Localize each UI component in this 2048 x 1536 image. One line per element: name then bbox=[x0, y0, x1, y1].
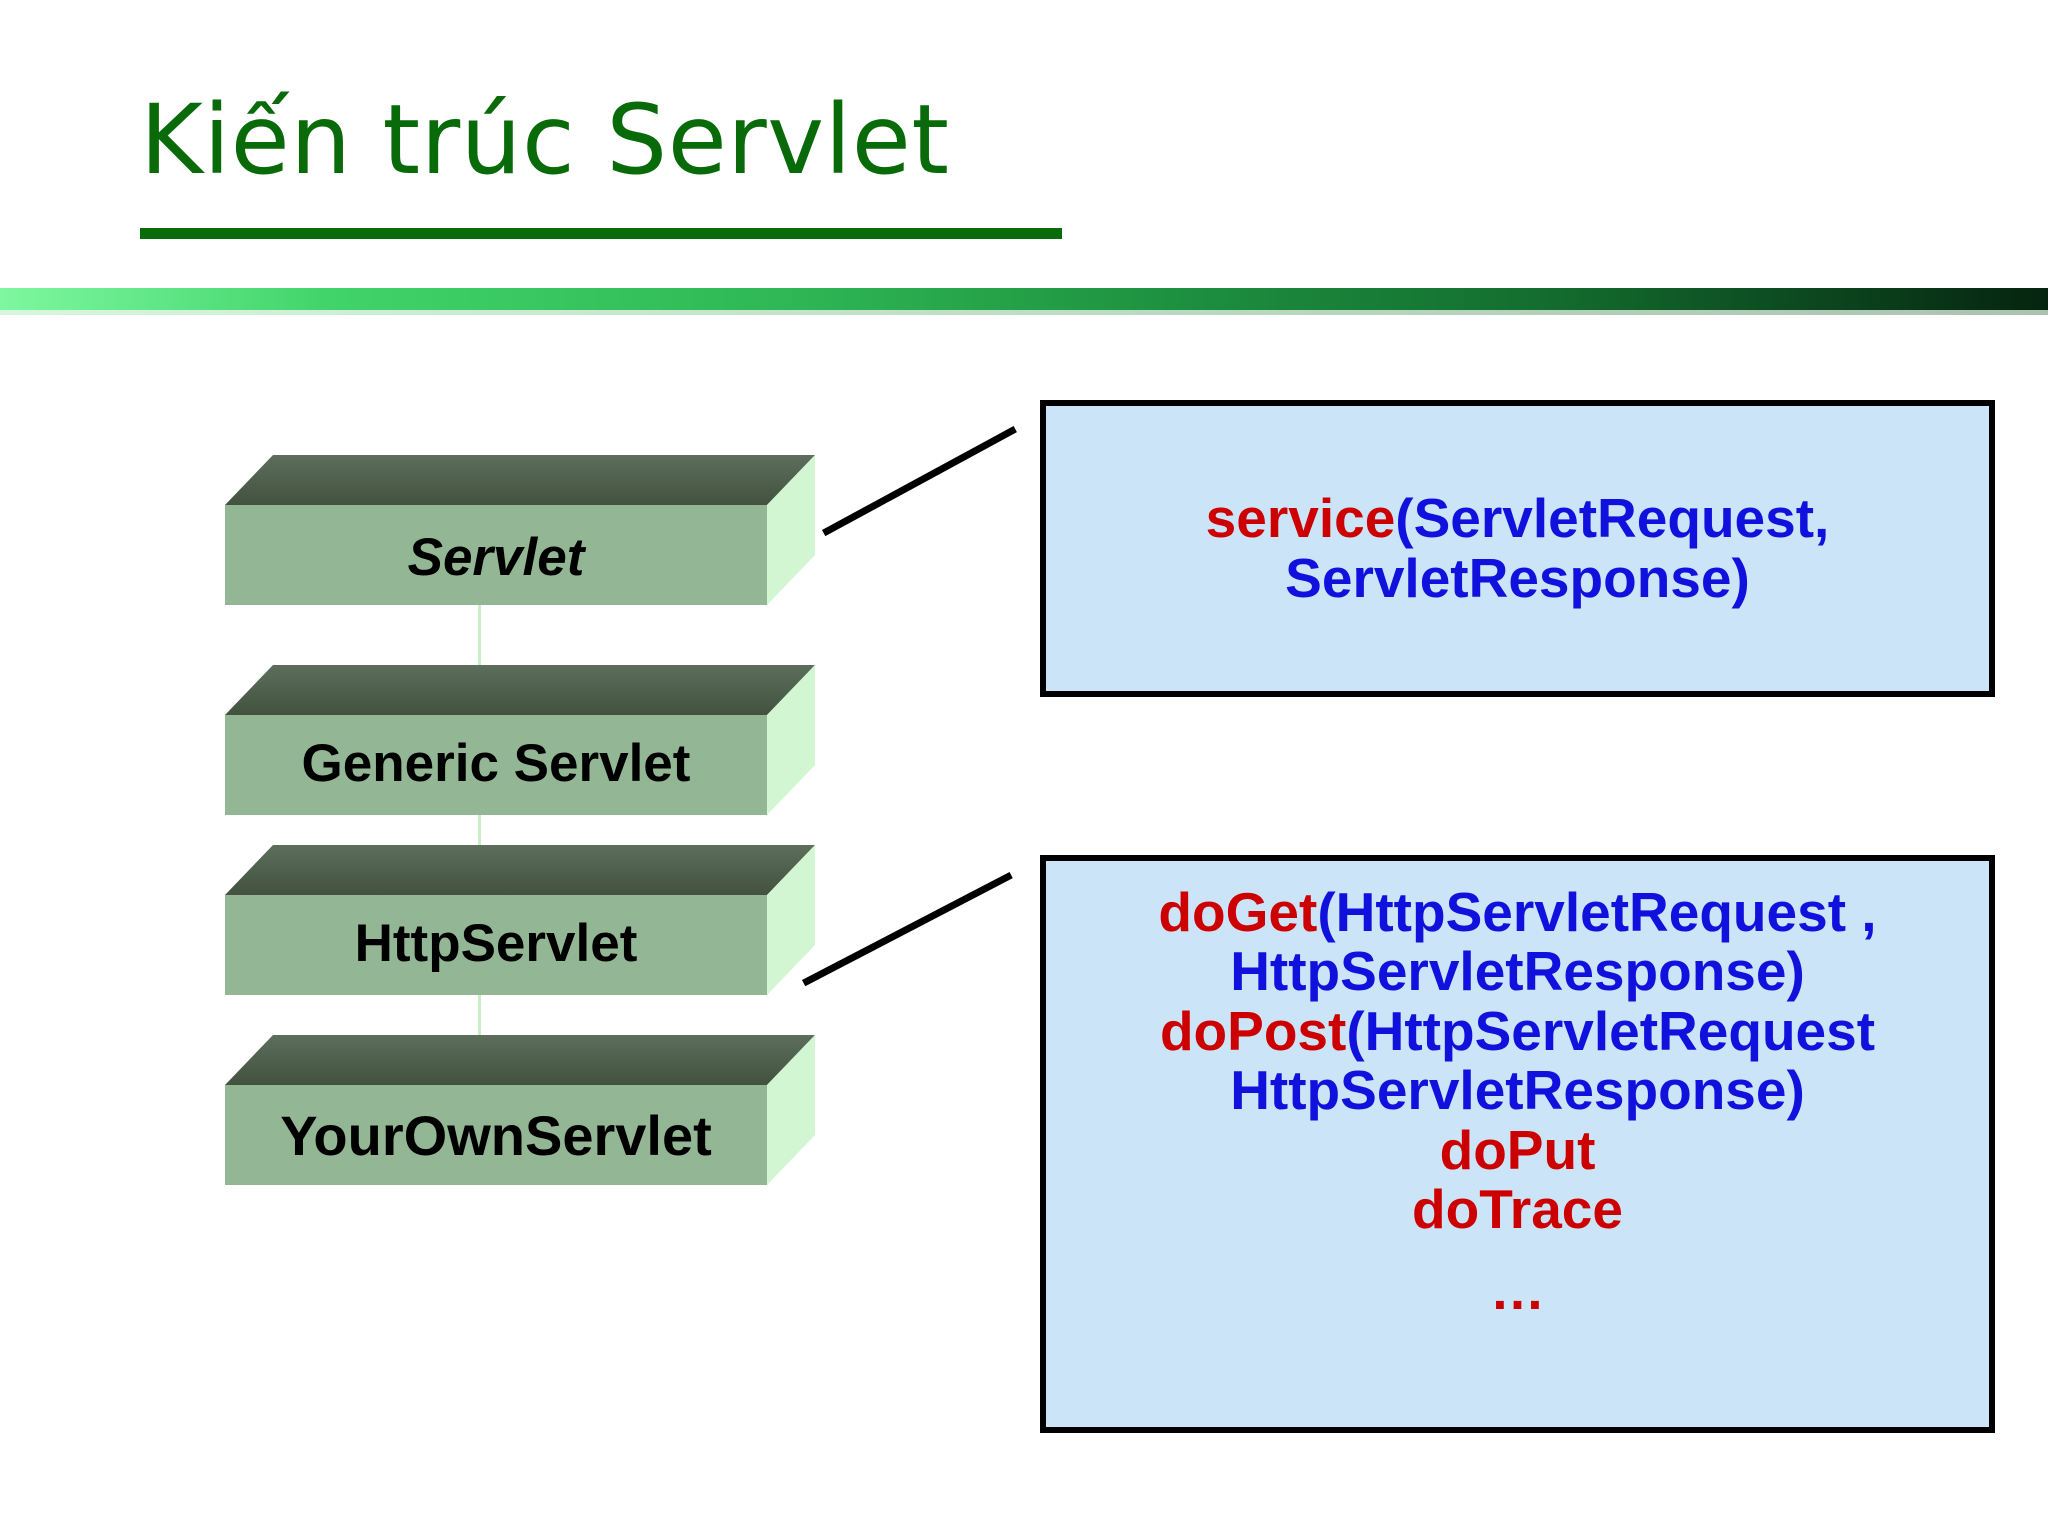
method-name: doPost bbox=[1159, 999, 1347, 1062]
class-box-generic-servlet[interactable]: Generic Servlet bbox=[225, 665, 815, 815]
box-front-face bbox=[225, 1085, 767, 1185]
method-params: HttpServletResponse) bbox=[1230, 1059, 1805, 1122]
callout-line: doGet(HttpServletRequest , bbox=[1158, 881, 1877, 943]
callout-httpservlet-methods[interactable]: doGet(HttpServletRequest , HttpServletRe… bbox=[1040, 855, 1995, 1433]
box-front-face bbox=[225, 895, 767, 995]
title-underline bbox=[140, 228, 1062, 239]
callout-line: doPut bbox=[1439, 1118, 1596, 1181]
box-side-face bbox=[767, 455, 815, 605]
method-params: (HttpServletRequest , bbox=[1317, 881, 1877, 943]
method-params: HttpServletResponse) bbox=[1230, 940, 1805, 1003]
leader-line-httpservlet bbox=[802, 871, 1013, 987]
page-title: Kiến trúc Servlet bbox=[140, 84, 950, 196]
callout-line: ServletResponse) bbox=[1285, 546, 1750, 609]
box-side-face bbox=[767, 845, 815, 995]
callout-line-ellipsis: … bbox=[1490, 1261, 1545, 1320]
method-name: service bbox=[1205, 487, 1396, 550]
class-box-yourownservlet[interactable]: YourOwnServlet bbox=[225, 1035, 815, 1185]
box-top-face bbox=[225, 665, 815, 715]
callout-line: HttpServletResponse) bbox=[1230, 942, 1805, 1001]
callout-servlet-methods[interactable]: service(ServletRequest, ServletResponse) bbox=[1040, 400, 1995, 697]
box-top-face bbox=[225, 455, 815, 505]
callout-line: service(ServletRequest, bbox=[1205, 487, 1830, 550]
header-divider-shadow bbox=[0, 310, 2048, 315]
callout-line: doTrace bbox=[1412, 1177, 1623, 1240]
callout-line: doPost(HttpServletRequest bbox=[1159, 999, 1876, 1062]
callout-line: HttpServletResponse) bbox=[1230, 1059, 1805, 1122]
method-name: doTrace bbox=[1412, 1177, 1623, 1240]
box-front-face bbox=[225, 505, 767, 605]
box-front-face bbox=[225, 715, 767, 815]
box-side-face bbox=[767, 665, 815, 815]
method-params: ServletResponse) bbox=[1285, 546, 1750, 609]
box-side-face bbox=[767, 1035, 815, 1185]
header-divider-bar bbox=[0, 288, 2048, 310]
class-box-servlet[interactable]: Servlet bbox=[225, 455, 815, 605]
box-top-face bbox=[225, 1035, 815, 1085]
ellipsis: … bbox=[1490, 1259, 1545, 1322]
method-name: doPut bbox=[1439, 1118, 1596, 1181]
method-params: (ServletRequest, bbox=[1395, 487, 1830, 550]
method-name: doGet bbox=[1158, 881, 1318, 943]
method-params: (HttpServletRequest bbox=[1346, 999, 1876, 1062]
class-box-httpservlet[interactable]: HttpServlet bbox=[225, 845, 815, 995]
leader-line-servlet bbox=[822, 425, 1017, 537]
box-top-face bbox=[225, 845, 815, 895]
